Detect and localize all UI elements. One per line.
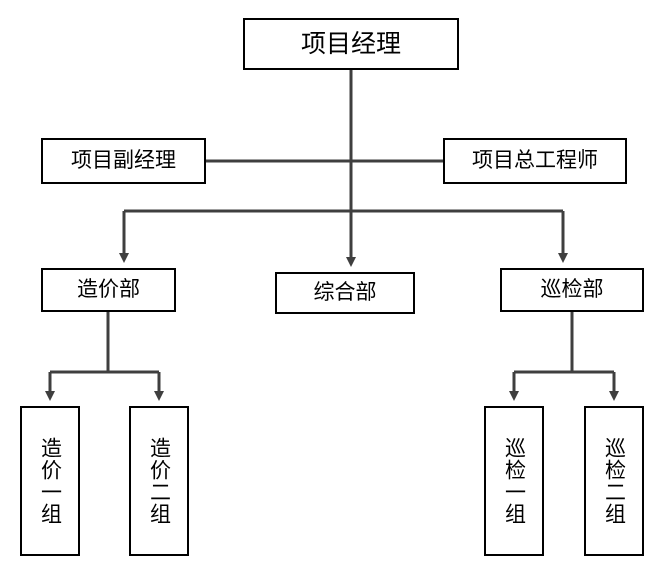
node-cost-team-2-label: 造价二组 — [147, 437, 171, 525]
node-chief-engineer-label: 项目总工程师 — [472, 148, 598, 172]
node-inspection-department[interactable]: 巡检部 — [500, 268, 644, 312]
node-inspection-team-1[interactable]: 巡检一组 — [484, 406, 544, 556]
node-cost-team-1[interactable]: 造价一组 — [20, 406, 80, 556]
node-cost-team-2[interactable]: 造价二组 — [129, 406, 189, 556]
node-project-manager[interactable]: 项目经理 — [243, 18, 459, 70]
node-deputy-project-manager-label: 项目副经理 — [71, 148, 176, 172]
node-inspection-team-2[interactable]: 巡检二组 — [584, 406, 644, 556]
node-cost-department[interactable]: 造价部 — [41, 268, 176, 312]
node-inspection-department-label: 巡检部 — [540, 277, 604, 301]
node-chief-engineer[interactable]: 项目总工程师 — [443, 138, 627, 184]
node-inspection-team-2-label: 巡检二组 — [602, 437, 626, 525]
node-inspection-team-1-label: 巡检一组 — [502, 437, 526, 525]
node-project-manager-label: 项目经理 — [300, 29, 401, 58]
node-deputy-project-manager[interactable]: 项目副经理 — [41, 138, 206, 184]
node-general-department[interactable]: 综合部 — [275, 272, 415, 314]
node-general-department-label: 综合部 — [313, 280, 377, 304]
node-cost-department-label: 造价部 — [77, 277, 140, 301]
node-cost-team-1-label: 造价一组 — [38, 437, 62, 525]
